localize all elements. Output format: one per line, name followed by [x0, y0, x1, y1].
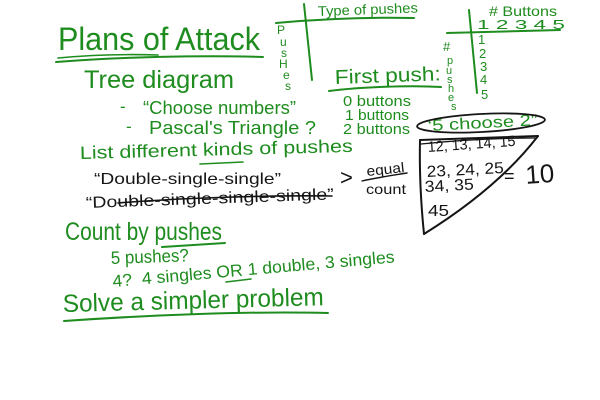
svg-text:0 buttons: 0 buttons — [343, 93, 411, 110]
svg-text:=: = — [504, 166, 515, 186]
svg-text:e: e — [448, 92, 454, 104]
svg-text:s: s — [285, 79, 291, 93]
svg-text:5 pushes?: 5 pushes? — [110, 245, 189, 268]
svg-text:>: > — [340, 165, 353, 190]
svg-text:2 buttons: 2 buttons — [343, 121, 410, 138]
svg-text:Count by pushes: Count by pushes — [65, 218, 222, 246]
svg-text:5: 5 — [481, 87, 488, 102]
svg-text:# Buttons: # Buttons — [489, 3, 557, 19]
svg-text:equal: equal — [366, 159, 405, 179]
svg-text:“Double-single-single”: “Double-single-single” — [94, 171, 281, 188]
svg-text:4: 4 — [480, 72, 487, 87]
svg-text:P: P — [277, 23, 285, 37]
svg-text:3: 3 — [480, 59, 487, 74]
svg-text:s: s — [281, 46, 287, 60]
svg-text:1: 1 — [478, 32, 485, 47]
svg-text:-: - — [120, 97, 126, 116]
svg-text:10: 10 — [524, 158, 555, 190]
svg-text:p: p — [447, 55, 453, 67]
svg-text:Plans of Attack: Plans of Attack — [58, 21, 261, 57]
svg-text:H: H — [279, 57, 288, 71]
svg-text:s: s — [447, 74, 453, 86]
svg-text:-: - — [126, 117, 132, 136]
svg-text:u: u — [280, 35, 287, 49]
svg-text:First push:: First push: — [334, 63, 441, 89]
svg-text:“Choose numbers”: “Choose numbers” — [143, 98, 296, 118]
svg-text:Pascal's Triangle ?: Pascal's Triangle ? — [149, 118, 316, 138]
svg-text:count: count — [366, 181, 406, 197]
svg-text:Tree diagram: Tree diagram — [84, 66, 234, 94]
svg-text:45: 45 — [428, 203, 449, 220]
svg-text:e: e — [283, 68, 290, 82]
svg-text:h: h — [448, 83, 454, 95]
svg-text:2: 2 — [479, 46, 486, 61]
svg-text:s: s — [451, 101, 457, 113]
svg-text:u: u — [446, 65, 452, 77]
svg-text:#: # — [443, 39, 451, 54]
svg-text:Type of pushes: Type of pushes — [318, 0, 418, 19]
svg-text:34, 35: 34, 35 — [424, 176, 474, 196]
svg-text:23, 24, 25: 23, 24, 25 — [426, 160, 504, 181]
svg-text:1 2 3 4 5: 1 2 3 4 5 — [477, 17, 565, 32]
svg-text:1 buttons: 1 buttons — [345, 107, 409, 124]
